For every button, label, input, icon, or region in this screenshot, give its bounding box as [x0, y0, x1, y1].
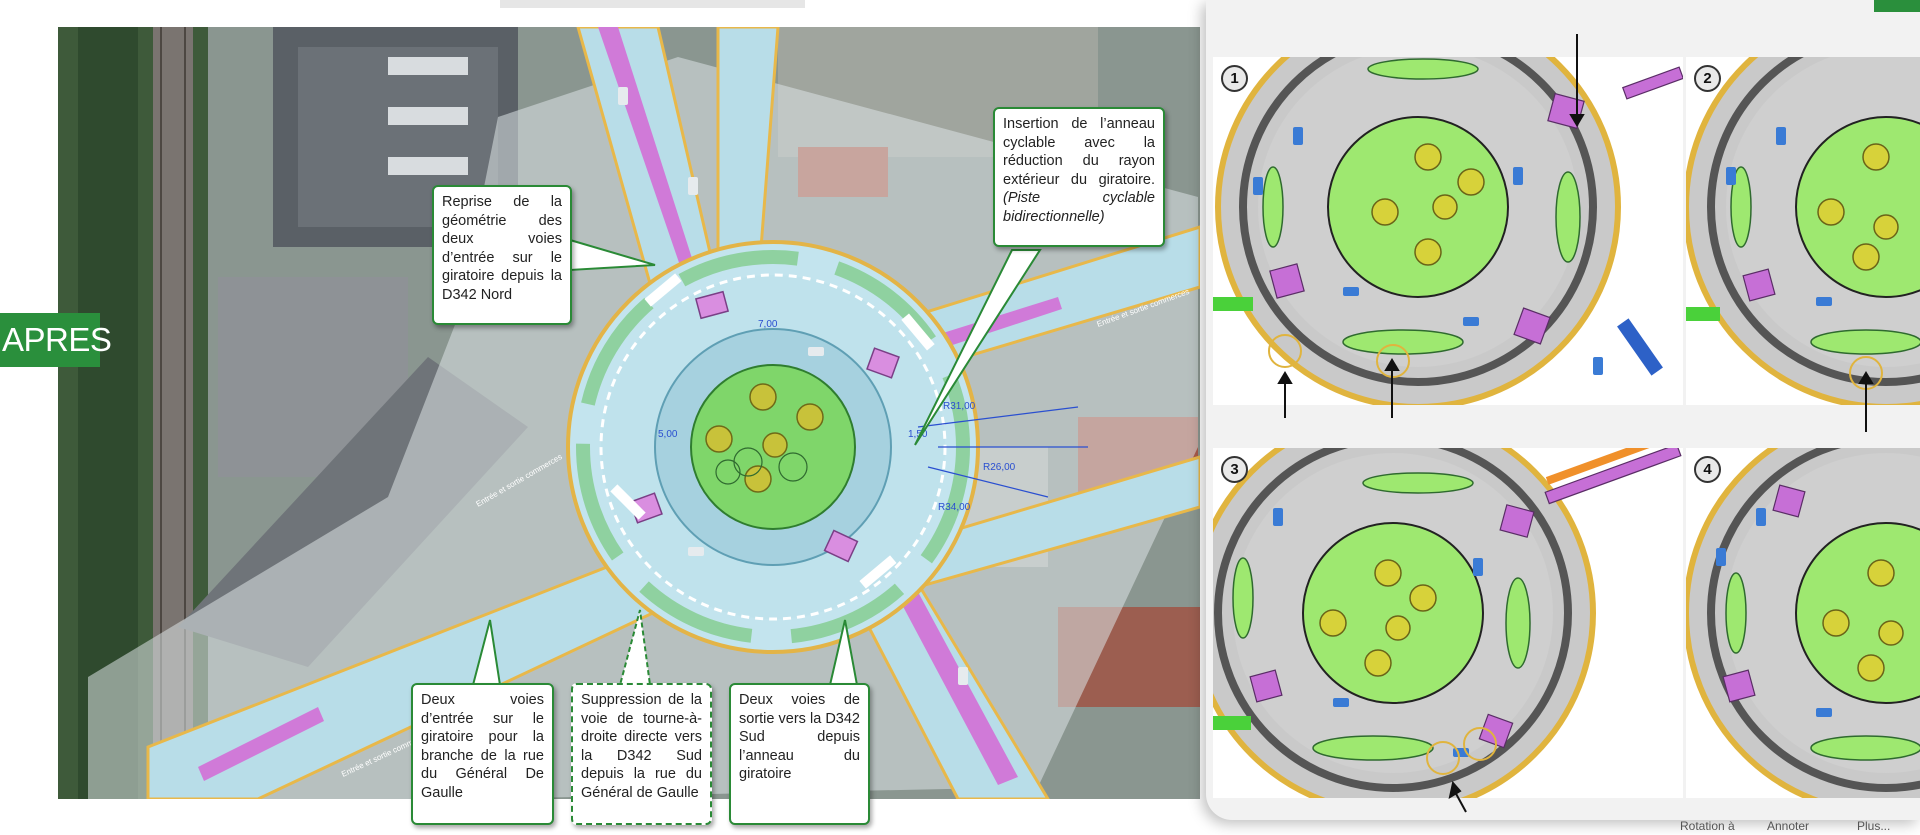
- viewer-toolbar: Rotation à Annoter Plus...: [1206, 818, 1920, 835]
- thumbnail-plan-drawing: [1686, 448, 1920, 798]
- callout-text: Insertion de l’anneau cyclable avec la r…: [1003, 116, 1155, 188]
- thumbnail-number: 2: [1694, 65, 1721, 92]
- callout-note: (Piste cyclable bidirectionnelle): [1003, 190, 1155, 225]
- callout-text: Reprise de la géométrie des deux voies d…: [442, 194, 562, 303]
- callout-de-gaulle-entry: Deux voies d’entrée sur le giratoire pou…: [411, 683, 554, 825]
- thumbnail-panel: 1 2: [1206, 0, 1920, 820]
- callout-south-exit: Deux voies de sortie vers la D342 Sud de…: [729, 683, 870, 825]
- thumbnail-plan-drawing: [1213, 448, 1683, 798]
- panel-green-tab: [1874, 0, 1920, 12]
- thumbnail-2[interactable]: 2: [1686, 57, 1920, 405]
- dimension-label: 5,00: [658, 429, 678, 440]
- thumbnail-4[interactable]: 4: [1686, 448, 1920, 798]
- callout-north-entry: Reprise de la géométrie des deux voies d…: [432, 185, 572, 325]
- annotate-button[interactable]: Annoter: [1767, 819, 1810, 833]
- thumbnail-plan-drawing: [1686, 57, 1920, 405]
- thumbnail-number: 3: [1221, 456, 1248, 483]
- thumbnail-number: 1: [1221, 65, 1248, 92]
- thumbnail-plan-drawing: [1213, 57, 1683, 405]
- dimension-label: R31,00: [943, 401, 976, 412]
- dimension-label: R34,00: [938, 502, 971, 513]
- callout-text: Suppression de la voie de tourne-à-droit…: [581, 692, 702, 801]
- dimension-label: 1,50: [908, 429, 928, 440]
- callout-turn-lane: Suppression de la voie de tourne-à-droit…: [571, 683, 712, 825]
- rotate-button[interactable]: Rotation à: [1680, 819, 1735, 833]
- thumbnail-1[interactable]: 1: [1213, 57, 1683, 405]
- thumbnail-number: 4: [1694, 456, 1721, 483]
- dimension-label: R26,00: [983, 462, 1016, 473]
- thumbnail-3[interactable]: 3: [1213, 448, 1683, 798]
- more-button[interactable]: Plus...: [1857, 819, 1891, 833]
- apres-badge: APRES: [0, 313, 112, 367]
- document-header-strip: [500, 0, 805, 8]
- callout-text: Deux voies de sortie vers la D342 Sud de…: [739, 692, 860, 783]
- callout-text: Deux voies d’entrée sur le giratoire pou…: [421, 692, 544, 801]
- callout-cycle-ring: Insertion de l’anneau cyclable avec la r…: [993, 107, 1165, 247]
- dimension-label: 7,00: [758, 319, 778, 330]
